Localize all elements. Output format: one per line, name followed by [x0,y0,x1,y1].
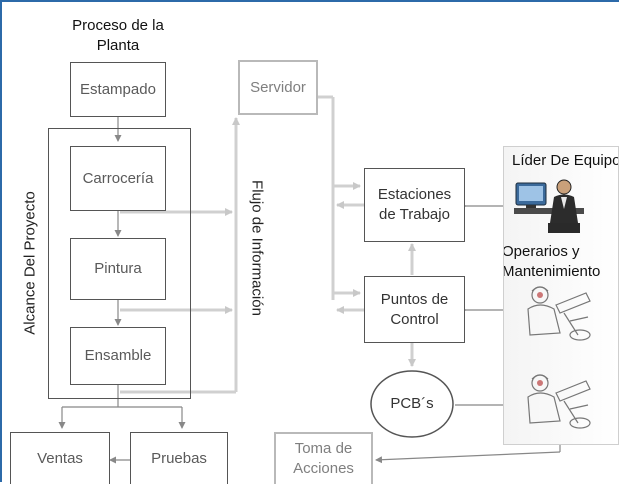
project-scope-label: Alcance Del Proyecto [21,191,39,335]
estampado-box: Estampado [70,62,166,117]
team-leader-icon [514,179,584,233]
project-scope-frame [48,128,191,399]
carroceria-box: Carrocería [70,146,166,211]
pintura-box: Pintura [70,238,166,300]
operator-icon [527,286,591,341]
pcb-label: PCB´s [390,395,434,412]
servidor-box: Servidor [238,60,318,115]
roles-panel: Líder De Equipo Operarios y Mantenimient… [503,146,619,445]
operarios-label: Operarios y Mantenimiento [503,243,601,280]
process-header: Proceso de la Planta [72,17,164,54]
toma-acciones-box: Toma de Acciones [274,432,373,484]
puntos-box: Puntos de Control [364,276,465,343]
information-flow-label: Flujo de Información [248,180,266,316]
estaciones-box: Estaciones de Trabajo [364,168,465,242]
lider-label: Líder De Equipo [512,152,619,169]
ventas-box: Ventas [10,432,110,484]
maintenance-icon [527,374,591,429]
ensamble-box: Ensamble [70,327,166,385]
pruebas-box: Pruebas [130,432,228,484]
